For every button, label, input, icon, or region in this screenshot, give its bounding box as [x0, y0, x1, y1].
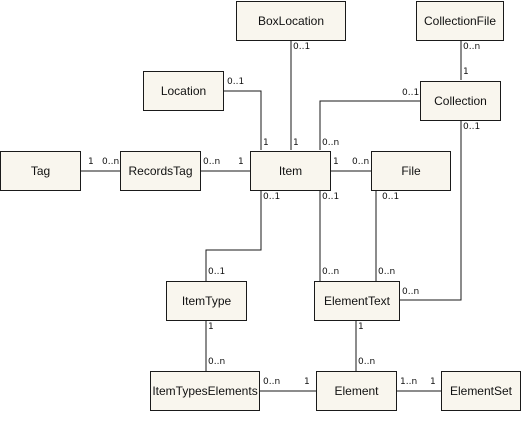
mult-element-ite-side: 1	[304, 377, 310, 387]
entity-itemtype[interactable]: ItemType	[166, 281, 247, 321]
mult-item-itemtype-side: 0..1	[263, 192, 281, 202]
mult-file-item-side: 0..n	[352, 157, 370, 167]
mult-itemtype-item-side: 0..1	[208, 267, 226, 277]
mult-item-collection-side: 0..n	[322, 138, 340, 148]
mult-file-elementtext-side: 0..1	[382, 192, 400, 202]
line-location-item	[223, 90, 262, 150]
entity-file[interactable]: File	[371, 151, 451, 191]
mult-item-recordstag-side: 1	[238, 157, 244, 167]
mult-elementset-element-side: 1	[430, 377, 436, 387]
entity-elementtext[interactable]: ElementText	[314, 281, 400, 321]
mult-location-side: 0..1	[227, 77, 245, 87]
line-collection-elementtext	[400, 121, 462, 301]
mult-collection-elementtext-side: 0..1	[463, 122, 481, 132]
mult-elementtext-element-side: 1	[358, 322, 364, 332]
mult-recordstag-tag-side: 0..n	[102, 157, 120, 167]
mult-boxlocation-item-side: 1	[293, 138, 299, 148]
entity-itemtypeselements[interactable]: ItemTypesElements	[150, 371, 260, 411]
mult-collection-item-side: 0..1	[402, 88, 420, 98]
mult-location-item-side: 1	[263, 138, 269, 148]
mult-elementtext-item-side: 0..n	[322, 267, 340, 277]
mult-ite-element-side: 0..n	[263, 377, 281, 387]
entity-boxlocation[interactable]: BoxLocation	[236, 1, 346, 41]
mult-element-elementset-side: 1..n	[400, 377, 418, 387]
line-item-itemtype	[205, 191, 262, 281]
entity-collection[interactable]: Collection	[420, 81, 501, 121]
mult-ite-itemtype-side: 0..n	[208, 357, 226, 367]
mult-item-elementtext-side: 0..1	[322, 192, 340, 202]
entity-item[interactable]: Item	[250, 151, 331, 191]
mult-elementtext-collection-side: 0..n	[402, 287, 420, 297]
mult-item-file-side: 1	[333, 157, 339, 167]
entity-collectionfile[interactable]: CollectionFile	[416, 1, 504, 41]
mult-recordstag-item-side: 0..n	[203, 157, 221, 167]
mult-boxlocation-side: 0..1	[293, 42, 311, 52]
mult-itemtype-ite-side: 1	[208, 322, 214, 332]
entity-element[interactable]: Element	[316, 371, 397, 411]
entity-location[interactable]: Location	[143, 71, 224, 111]
mult-element-elementtext-side: 0..n	[358, 357, 376, 367]
entity-recordstag[interactable]: RecordsTag	[120, 151, 201, 191]
mult-collection-file-side: 1	[463, 67, 469, 77]
mult-tag-side: 1	[88, 157, 94, 167]
entity-tag[interactable]: Tag	[0, 151, 81, 191]
mult-elementtext-file-side: 0..n	[378, 267, 396, 277]
entity-elementset[interactable]: ElementSet	[441, 371, 521, 411]
line-collection-item	[319, 100, 420, 150]
mult-collectionfile-side: 0..n	[463, 42, 481, 52]
